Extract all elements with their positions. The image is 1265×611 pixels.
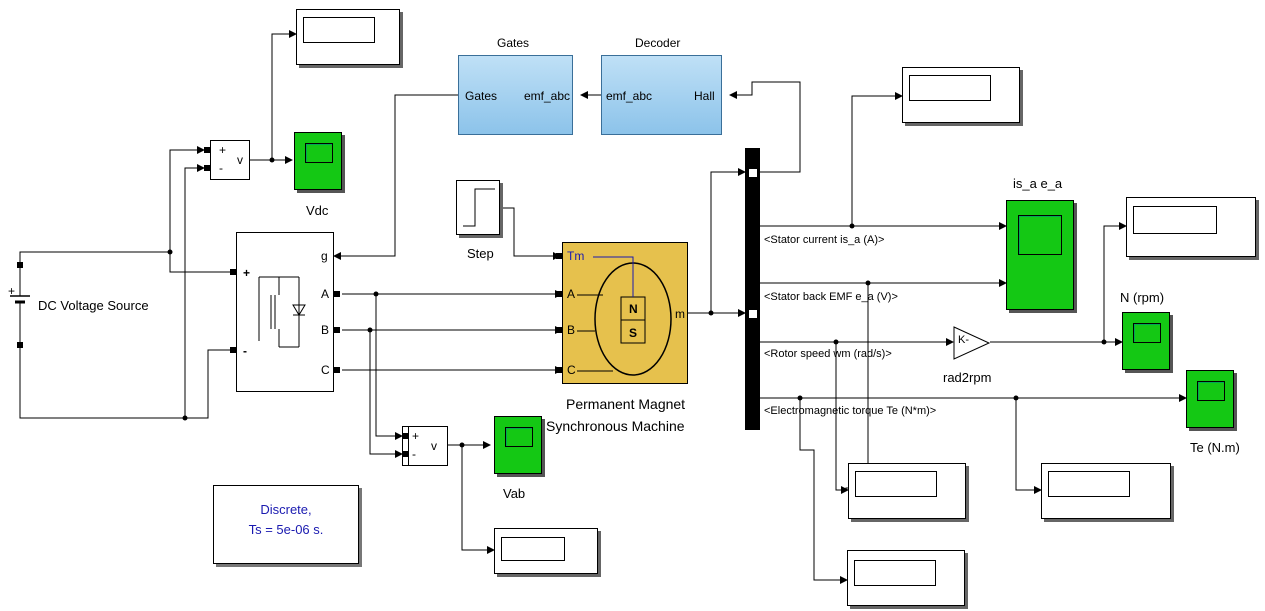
gates-block[interactable]: Gates emf_abc <box>458 55 573 135</box>
dc-source-label: DC Voltage Source <box>38 298 149 313</box>
dc-source-plus-sign: + <box>8 284 16 298</box>
vdc-meas-plus: + <box>219 143 227 157</box>
battery-icon <box>10 268 30 344</box>
display-rotor-speed[interactable] <box>847 550 965 606</box>
decoder-out-label: Hall <box>694 89 715 103</box>
vdc-meas-v: v <box>237 153 243 167</box>
inverter-a-label: A <box>321 287 330 301</box>
display-torque[interactable] <box>1041 463 1171 519</box>
pmsm-block[interactable]: Tm A B C m N S <box>562 242 688 384</box>
pmsm-label-line1: Permanent Magnet <box>566 396 686 412</box>
vdc-meas-port-plus <box>204 147 210 153</box>
gates-in-label: Gates <box>465 89 498 103</box>
n-scope-label: N (rpm) <box>1120 290 1165 305</box>
vab-scope[interactable] <box>494 416 542 474</box>
display-vdc[interactable] <box>296 9 400 65</box>
signal-rotor-speed: <Rotor speed wm (rad/s)> <box>764 348 892 360</box>
step-block[interactable] <box>456 180 500 235</box>
vdc-scope-label: Vdc <box>306 203 329 218</box>
pmsm-port-c <box>556 367 562 373</box>
inverter-minus-label: - <box>243 344 247 358</box>
inverter-port-plus <box>230 269 236 275</box>
vdc-voltage-measurement[interactable]: + v - <box>210 140 250 180</box>
pmsm-n-label: N <box>629 302 638 316</box>
pmsm-s-label: S <box>629 326 638 340</box>
display-vab[interactable] <box>494 528 598 574</box>
vab-meas-minus: - <box>412 447 416 461</box>
n-rpm-scope[interactable] <box>1122 312 1170 370</box>
isa-scope-label: is_a e_a <box>1013 176 1063 191</box>
motor-icon <box>577 256 672 376</box>
pmsm-b-label: B <box>567 323 576 337</box>
inverter-port-a <box>334 291 340 297</box>
vab-port-minus <box>402 451 408 457</box>
universal-bridge-inverter[interactable]: + - g A B C <box>236 232 334 392</box>
powergui-line1: Discrete, <box>260 502 312 517</box>
bus-port-2 <box>748 309 758 319</box>
powergui-line2: Ts = 5e-06 s. <box>248 522 324 537</box>
pmsm-a-label: A <box>567 287 576 301</box>
pmsm-m-label: m <box>675 307 685 321</box>
decoder-block-title: Decoder <box>635 36 681 50</box>
vab-scope-label: Vab <box>503 486 526 501</box>
pmsm-port-b <box>556 327 562 333</box>
vab-port-plus <box>402 433 408 439</box>
gates-out-label: emf_abc <box>524 89 571 103</box>
te-scope-label: Te (N.m) <box>1190 440 1240 455</box>
bus-selector[interactable] <box>745 148 760 430</box>
pmsm-port-tm <box>556 253 562 259</box>
inverter-b-label: B <box>321 323 330 337</box>
step-label: Step <box>467 246 494 261</box>
powergui-block[interactable]: Discrete, Ts = 5e-06 s. <box>213 485 359 564</box>
signal-back-emf: <Stator back EMF e_a (V)> <box>764 291 898 303</box>
signal-torque: <Electromagnetic torque Te (N*m)> <box>764 405 937 417</box>
vab-voltage-measurement-body[interactable]: + v - <box>408 426 448 466</box>
inverter-plus-label: + <box>243 266 251 280</box>
pmsm-c-label: C <box>567 363 576 377</box>
decoder-block[interactable]: emf_abc Hall <box>601 55 722 135</box>
vdc-meas-port-minus <box>204 165 210 171</box>
isa-ea-scope[interactable] <box>1006 200 1074 310</box>
bus-port-1 <box>748 168 758 178</box>
inverter-port-b <box>334 327 340 333</box>
pmsm-tm-label: Tm <box>567 249 585 263</box>
display-back-emf[interactable] <box>848 463 966 519</box>
inverter-port-minus <box>230 347 236 353</box>
display-speed[interactable] <box>1126 197 1256 257</box>
display-stator-current[interactable] <box>902 67 1020 123</box>
vab-meas-plus: + <box>412 429 420 443</box>
gain-block[interactable] <box>953 326 991 360</box>
gain-k-label: K- <box>958 334 969 346</box>
vdc-scope[interactable] <box>294 132 342 190</box>
inverter-c-label: C <box>321 363 330 377</box>
gates-block-title: Gates <box>497 36 530 50</box>
dc-voltage-source[interactable]: + <box>8 262 32 348</box>
pmsm-port-a <box>556 291 562 297</box>
signal-stator-current: <Stator current is_a (A)> <box>764 234 885 246</box>
te-scope[interactable] <box>1186 370 1234 428</box>
inverter-g-label: g <box>321 249 328 263</box>
vab-meas-v: v <box>431 439 437 453</box>
igbt-diode-icon <box>258 276 306 348</box>
pmsm-label-line2: Synchronous Machine <box>546 418 685 434</box>
inverter-port-c <box>334 367 340 373</box>
gain-label: rad2rpm <box>943 370 992 385</box>
step-icon <box>463 188 495 227</box>
vdc-meas-minus: - <box>219 161 223 175</box>
decoder-in-label: emf_abc <box>606 89 653 103</box>
